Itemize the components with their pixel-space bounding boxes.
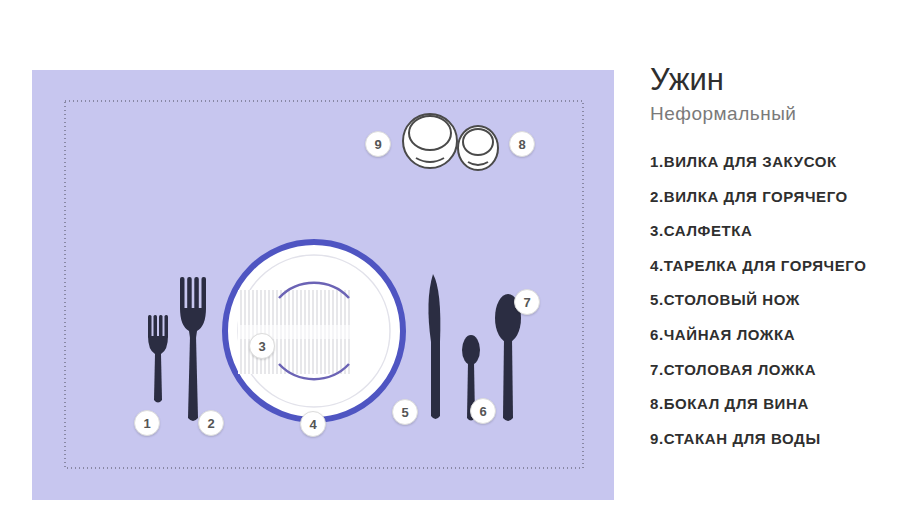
wine-glass-base <box>468 162 488 165</box>
subtitle: Неформальный <box>650 104 796 125</box>
callout-number-text: 8 <box>518 138 525 151</box>
water-glass-rim <box>403 114 457 168</box>
table-knife <box>428 274 440 419</box>
fork-tine <box>194 277 199 310</box>
legend-item: 4.ТАРЕЛКА ДЛЯ ГОРЯЧЕГО <box>650 257 867 275</box>
callout-number-text: 7 <box>523 296 530 309</box>
knife-handle <box>431 340 440 419</box>
appetizer-fork <box>148 315 168 403</box>
fork-tine <box>148 315 152 338</box>
water-glass-base <box>416 158 444 162</box>
napkin-cloth <box>238 290 350 374</box>
legend-item: 5.СТОЛОВЫЙ НОЖ <box>650 291 800 309</box>
legend-item: 3.САЛФЕТКА <box>650 222 752 240</box>
callout-number-text: 4 <box>309 418 316 431</box>
fork-tine <box>180 277 185 310</box>
fork-tine <box>159 315 163 338</box>
callout-number: 7 <box>514 289 540 315</box>
napkin <box>238 283 350 379</box>
spoon-bowl <box>462 335 480 365</box>
legend-item: 8.БОКАЛ ДЛЯ ВИНА <box>650 395 809 413</box>
callout-number-text: 9 <box>374 138 381 151</box>
fork-handle <box>188 336 198 421</box>
plate-inner <box>238 255 390 407</box>
callout-number-text: 2 <box>207 417 214 430</box>
title: Ужин <box>650 64 724 95</box>
spoon-handle <box>503 338 513 421</box>
callout-number: 5 <box>392 399 418 425</box>
fork-tine <box>165 315 169 338</box>
fork-handle <box>154 354 162 403</box>
callout-number-text: 3 <box>258 340 265 353</box>
callout-number-text: 6 <box>479 405 486 418</box>
napkin-arc <box>279 283 349 298</box>
callout-number: 6 <box>470 398 496 424</box>
placemat-dotted-border <box>65 101 583 468</box>
callout-number: 3 <box>249 333 275 359</box>
napkin-arc <box>279 364 349 379</box>
legend-item: 7.СТОЛОВАЯ ЛОЖКА <box>650 361 816 379</box>
water-glass-inner <box>409 116 451 150</box>
knife-blade <box>428 274 440 342</box>
callout-number: 2 <box>198 410 224 436</box>
legend-item: 9.СТАКАН ДЛЯ ВОДЫ <box>650 430 821 448</box>
fork-tine <box>154 315 158 338</box>
callout-number-text: 5 <box>401 406 408 419</box>
callout-number-text: 1 <box>143 417 150 430</box>
wine-glass-inner <box>463 129 493 155</box>
tablespoon <box>495 294 521 421</box>
legend-item: 2.ВИЛКА ДЛЯ ГОРЯЧЕГО <box>650 188 848 206</box>
placemat <box>32 70 614 500</box>
fork-head <box>180 308 206 338</box>
wine-glass <box>458 126 498 170</box>
dinner-plate <box>225 242 403 420</box>
callout-number: 4 <box>300 411 326 437</box>
dinner-fork <box>180 277 206 421</box>
callout-number: 9 <box>365 131 391 157</box>
legend-item: 6.ЧАЙНАЯ ЛОЖКА <box>650 326 795 344</box>
callout-number: 8 <box>509 131 535 157</box>
wine-glass-rim <box>458 126 498 170</box>
plate-rim <box>225 242 403 420</box>
water-glass <box>403 114 457 168</box>
legend-item: 1.ВИЛКА ДЛЯ ЗАКУСОК <box>650 153 837 171</box>
fork-tine <box>187 277 192 310</box>
callout-number: 1 <box>134 410 160 436</box>
fork-tine <box>202 277 207 310</box>
fork-head <box>148 336 168 356</box>
